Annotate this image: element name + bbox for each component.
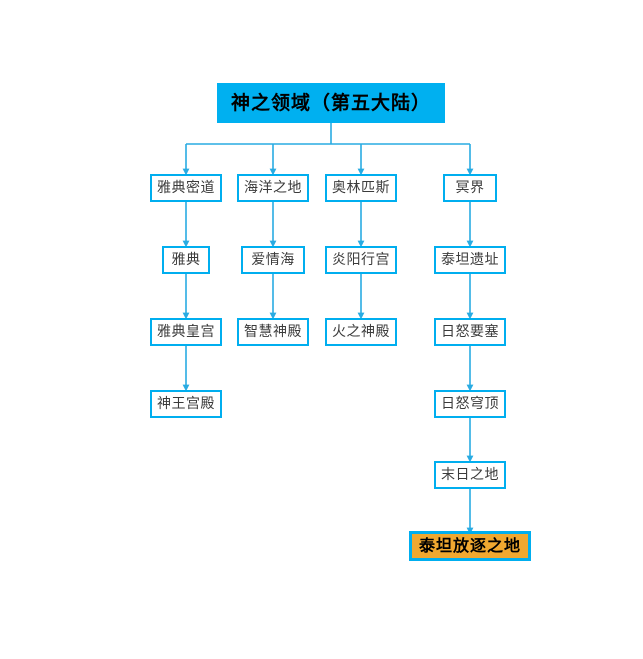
node-branch-1-level-2[interactable]: 雅典: [162, 246, 210, 274]
node-branch-1-level-4[interactable]: 神王宫殿: [150, 390, 222, 418]
node-branch-1-level-1[interactable]: 雅典密道: [150, 174, 222, 202]
node-branch-4-level-4[interactable]: 日怒穹顶: [434, 390, 506, 418]
node-branch-2-level-1[interactable]: 海洋之地: [237, 174, 309, 202]
node-branch-4-level-5[interactable]: 末日之地: [434, 461, 506, 489]
node-branch-2-level-3[interactable]: 智慧神殿: [237, 318, 309, 346]
node-branch-1-level-3[interactable]: 雅典皇宫: [150, 318, 222, 346]
node-branch-4-level-3[interactable]: 日怒要塞: [434, 318, 506, 346]
node-branch-3-level-2[interactable]: 炎阳行宫: [325, 246, 397, 274]
node-branch-2-level-2[interactable]: 爱情海: [241, 246, 305, 274]
node-branch-4-level-6-highlight[interactable]: 泰坦放逐之地: [409, 531, 531, 561]
node-branch-3-level-3[interactable]: 火之神殿: [325, 318, 397, 346]
node-branch-4-level-2[interactable]: 泰坦遗址: [434, 246, 506, 274]
node-branch-3-level-1[interactable]: 奥林匹斯: [325, 174, 397, 202]
node-branch-4-level-1[interactable]: 冥界: [443, 174, 497, 202]
node-root[interactable]: 神之领域（第五大陆）: [217, 83, 445, 123]
